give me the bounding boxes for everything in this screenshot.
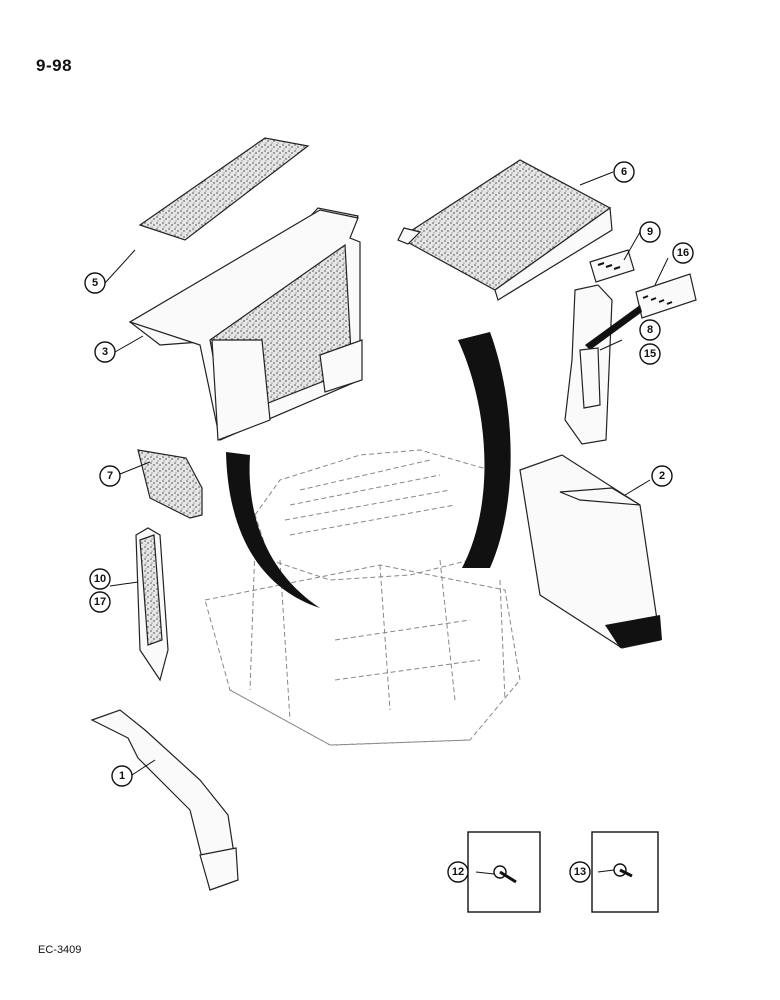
- callout-2: 2: [651, 465, 673, 487]
- install-arrow-left: [226, 452, 320, 608]
- install-arrow-right: [458, 332, 511, 568]
- part-2-side-panel: [519, 454, 662, 649]
- svg-text:12: 12: [452, 866, 464, 878]
- cab-outline: [204, 449, 521, 746]
- callout-3: 3: [94, 341, 116, 363]
- part-3-rear-panel: [128, 207, 363, 441]
- svg-text:15: 15: [644, 348, 656, 360]
- svg-text:3: 3: [102, 346, 108, 358]
- svg-text:1: 1: [119, 770, 125, 782]
- svg-text:16: 16: [677, 247, 689, 259]
- svg-text:10: 10: [94, 573, 106, 585]
- part-5-carpet-strip: [138, 137, 310, 241]
- callout-1: 1: [111, 765, 133, 787]
- svg-text:5: 5: [92, 277, 98, 289]
- callout-15: 15: [639, 343, 661, 365]
- svg-text:6: 6: [621, 166, 627, 178]
- callout-17: 17: [89, 591, 111, 613]
- part-9-clip-strip: [589, 249, 635, 283]
- svg-text:8: 8: [647, 324, 653, 336]
- figure-code: EC-3409: [38, 944, 82, 956]
- callout-7: 7: [99, 465, 121, 487]
- svg-text:13: 13: [574, 866, 586, 878]
- part-16-clip-strip: [635, 273, 697, 319]
- callout-5: 5: [84, 272, 106, 294]
- callout-12: 12: [447, 861, 469, 883]
- callout-8: 8: [639, 319, 661, 341]
- svg-text:17: 17: [94, 596, 106, 608]
- part-1-floor-trim: [90, 709, 239, 891]
- svg-text:7: 7: [107, 470, 113, 482]
- part-8-pillar-trim: [564, 284, 642, 445]
- part-6-roof-liner: [397, 159, 613, 301]
- callout-16: 16: [672, 242, 694, 264]
- svg-text:9: 9: [647, 226, 653, 238]
- part-10-door-post-trim: [135, 527, 169, 682]
- callout-10: 10: [89, 568, 111, 590]
- svg-text:2: 2: [659, 470, 665, 482]
- callout-9: 9: [639, 221, 661, 243]
- part-7-small-panel: [137, 449, 203, 519]
- callout-13: 13: [569, 861, 591, 883]
- callout-6: 6: [613, 161, 635, 183]
- page-number: 9-98: [36, 56, 73, 75]
